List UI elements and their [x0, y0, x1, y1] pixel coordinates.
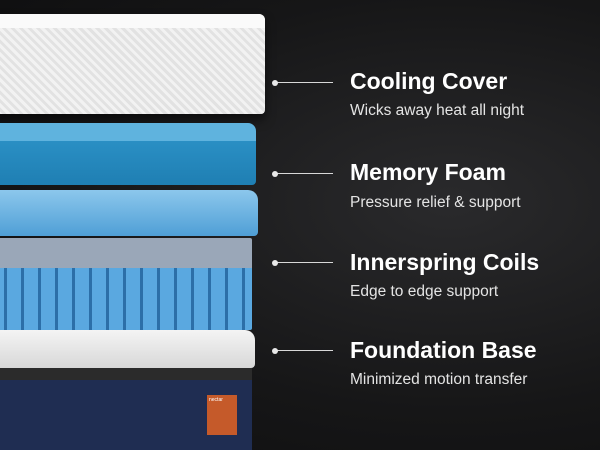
- callout-dot: [272, 260, 278, 266]
- memory-foam-layer-image: [0, 123, 256, 185]
- cooling-cover-layer-image: [0, 14, 265, 114]
- callout-subtitle: Wicks away heat all night: [350, 102, 525, 119]
- callout-dot: [272, 171, 278, 177]
- callout-title: Innerspring Coils: [350, 249, 540, 275]
- callout-subtitle: Minimized motion transfer: [350, 371, 528, 388]
- callout-line: [272, 260, 333, 266]
- callout-title: Cooling Cover: [350, 68, 508, 94]
- innerspring-coils-layer-image: [0, 238, 252, 330]
- callout-subtitle: Edge to edge support: [350, 283, 499, 300]
- callout-line: [272, 171, 333, 177]
- callout-dot: [272, 80, 278, 86]
- callout-title: Foundation Base: [350, 337, 537, 363]
- callout-line: [272, 348, 333, 354]
- callout-subtitle: Pressure relief & support: [350, 194, 521, 211]
- callout-title: Memory Foam: [350, 159, 506, 185]
- callout-dot: [272, 348, 278, 354]
- callout-line: [272, 80, 333, 86]
- foundation-base-top-image: [0, 330, 255, 368]
- brand-tag: nectar: [207, 395, 237, 435]
- memory-foam-lower-layer-image: [0, 190, 258, 236]
- brand-tag-text: nectar: [209, 397, 223, 403]
